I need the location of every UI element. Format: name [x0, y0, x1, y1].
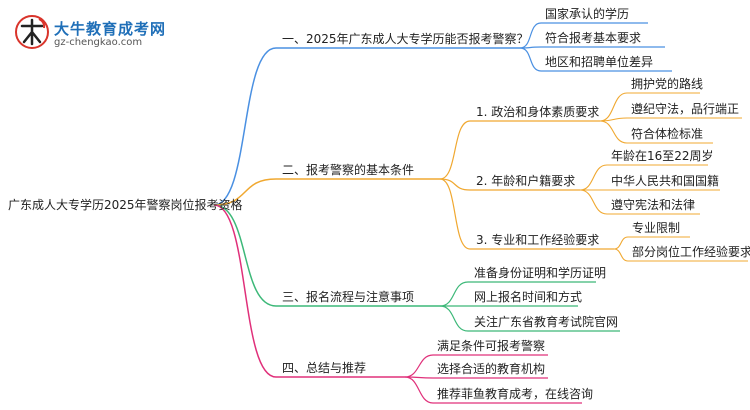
branch-2-sub-1-item-1: 拥护党的路线	[631, 77, 704, 91]
logo-url: gz-chengkao.com	[54, 37, 143, 48]
connector-b3-c3	[439, 305, 469, 332]
branch-2-sub-1-item-2: 遵纪守法，品行端正	[631, 102, 740, 116]
branch-3-item-2: 网上报名时间和方式	[474, 290, 583, 304]
connector-root-branch3	[213, 204, 277, 307]
connector-root-branch1	[213, 47, 277, 206]
branch-3-item-1: 准备身份证明和学历证明	[474, 266, 607, 280]
connector-b2-s2	[439, 178, 471, 191]
branch-1-item-3: 地区和招聘单位差异	[545, 55, 654, 69]
connector-s2-l3	[579, 189, 608, 215]
branch-4-item-1: 满足条件可报考警察	[437, 339, 546, 353]
branch-2-sub-1-label: 1. 政治和身体素质要求	[476, 105, 600, 119]
connector-b2-s1	[439, 120, 471, 180]
branch-2-sub-2-item-1: 年龄在16至22周岁	[611, 149, 714, 163]
branch-2-sub-3-label: 3. 专业和工作经验要求	[476, 233, 600, 247]
branch-2-sub-2-item-3: 遵守宪法和法律	[611, 198, 696, 212]
connector-b4-c1	[404, 354, 434, 378]
connector-b1-c3	[519, 47, 542, 72]
connector-s1-l2	[599, 117, 628, 122]
connector-s1-l3	[599, 120, 628, 144]
branch-1-item-1: 国家承认的学历	[545, 7, 630, 21]
branch-3-item-3: 关注广东省教育考试院官网	[474, 315, 619, 329]
branch-4-item-2: 选择合适的教育机构	[437, 362, 546, 376]
connector-s3-l2	[613, 248, 629, 262]
branch-2-sub-3-item-1: 专业限制	[632, 221, 681, 235]
branch-2-sub-1-item-3: 符合体检标准	[631, 127, 704, 141]
branch-2-sub-3-item-2: 部分岗位工作经验要求	[632, 245, 750, 259]
branch-4-label: 四、总结与推荐	[282, 361, 367, 375]
site-logo[interactable]: 大牛教育成考网 gz-chengkao.com	[14, 14, 167, 54]
connector-s3-l1	[613, 236, 629, 250]
branch-3-label: 三、报名流程与注意事项	[282, 290, 415, 304]
branch-4-item-3: 推荐菲鱼教育成考，在线咨询	[437, 387, 594, 401]
connector-b2-s3	[439, 178, 471, 250]
root-node: 广东成人大专学历2025年警察岗位报考资格	[8, 198, 243, 212]
connector-s2-l1	[579, 164, 608, 191]
branch-2-sub-2-item-2: 中华人民共和国国籍	[611, 174, 720, 188]
connector-b3-c1	[439, 281, 469, 307]
connector-s1-l1	[599, 92, 628, 122]
branch-2-label: 二、报考警察的基本条件	[282, 163, 415, 177]
branch-2-sub-2-label: 2. 年龄和户籍要求	[476, 174, 576, 188]
connector-root-branch2	[213, 178, 277, 206]
connector-root-branch4	[213, 204, 277, 378]
branch-1-item-2: 符合报考基本要求	[545, 31, 642, 45]
connector-b4-c3	[404, 376, 434, 404]
connector-b1-c1	[519, 22, 542, 49]
logo-mark-icon	[15, 15, 49, 49]
logo-title: 大牛教育成考网	[54, 20, 167, 38]
branch-1-label: 一、2025年广东成人大专学历能否报考警察？	[282, 32, 529, 46]
